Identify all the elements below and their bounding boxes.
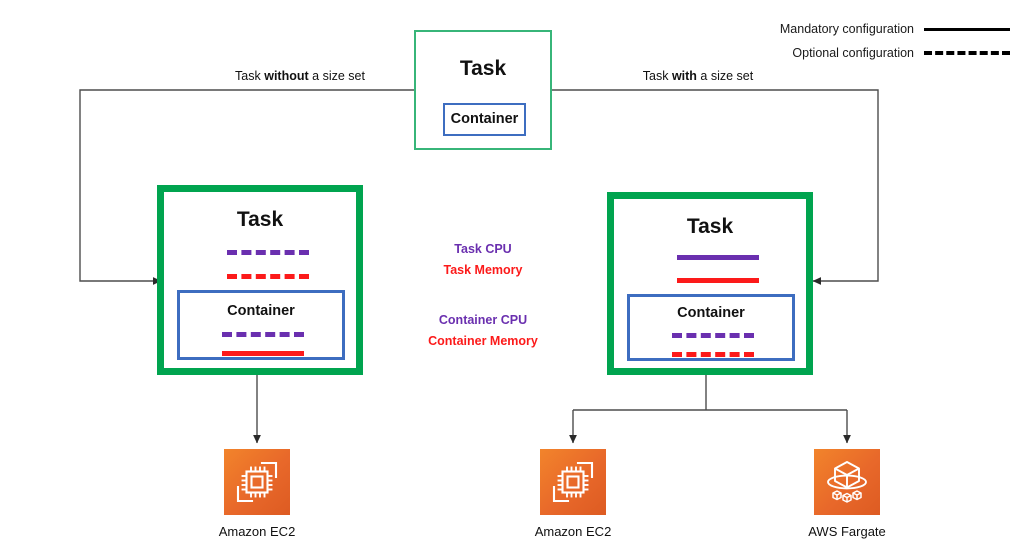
left-container-memory-line <box>222 351 304 356</box>
right-task-cpu-line <box>677 255 759 260</box>
flow-label-with-emphasis: with <box>671 69 697 83</box>
left-task-container-title: Container <box>227 303 295 319</box>
left-task-container-box: Container <box>177 290 345 360</box>
aws-fargate-icon <box>814 449 880 515</box>
top-task-container-title: Container <box>450 111 519 127</box>
service-right-ec2-label: Amazon EC2 <box>534 524 612 539</box>
right-task-container-title: Container <box>677 305 745 321</box>
amazon-ec2-icon <box>224 449 290 515</box>
flow-label-with-prefix: Task <box>642 69 672 83</box>
legend-mandatory-label: Mandatory configuration <box>779 22 914 36</box>
service-left-ec2-label: Amazon EC2 <box>218 524 296 539</box>
right-task-box: Task Container <box>607 192 813 375</box>
key-container-memory: Container Memory <box>428 334 538 348</box>
service-fargate: AWS Fargate <box>808 449 886 539</box>
flow-label-without-prefix: Task <box>235 69 265 83</box>
right-container-memory-line <box>672 352 754 357</box>
flow-label-with-size: Task with a size set <box>618 69 778 83</box>
service-fargate-label: AWS Fargate <box>808 524 886 539</box>
legend-dashed-line-icon <box>924 51 1010 55</box>
key-task-cpu: Task CPU <box>454 242 512 256</box>
legend-mandatory: Mandatory configuration <box>780 22 1010 36</box>
amazon-ec2-icon <box>540 449 606 515</box>
flow-label-with-suffix: a size set <box>696 69 754 83</box>
right-container-cpu-line <box>672 333 754 338</box>
flow-label-without-size: Task without a size set <box>220 69 380 83</box>
top-task-container-box: Container <box>443 103 526 136</box>
left-task-cpu-line <box>227 250 309 255</box>
right-task-memory-line <box>677 278 759 283</box>
legend-optional-label: Optional configuration <box>792 46 914 60</box>
top-task-box: Task Container <box>414 30 552 150</box>
top-task-title: Task <box>459 57 507 80</box>
service-right-ec2: Amazon EC2 <box>535 449 611 539</box>
right-task-title: Task <box>686 215 734 238</box>
left-task-title: Task <box>236 208 284 231</box>
key-task-memory: Task Memory <box>443 263 523 277</box>
flow-label-without-suffix: a size set <box>308 69 365 83</box>
key-container-cpu: Container CPU <box>438 313 528 327</box>
legend-optional: Optional configuration <box>792 46 1010 60</box>
left-task-memory-line <box>227 274 309 279</box>
left-task-box: Task Container <box>157 185 363 375</box>
left-container-cpu-line <box>222 332 304 337</box>
right-task-container-box: Container <box>627 294 795 361</box>
service-left-ec2: Amazon EC2 <box>219 449 295 539</box>
legend-solid-line-icon <box>924 27 1010 31</box>
flow-label-without-emphasis: without <box>264 69 309 83</box>
